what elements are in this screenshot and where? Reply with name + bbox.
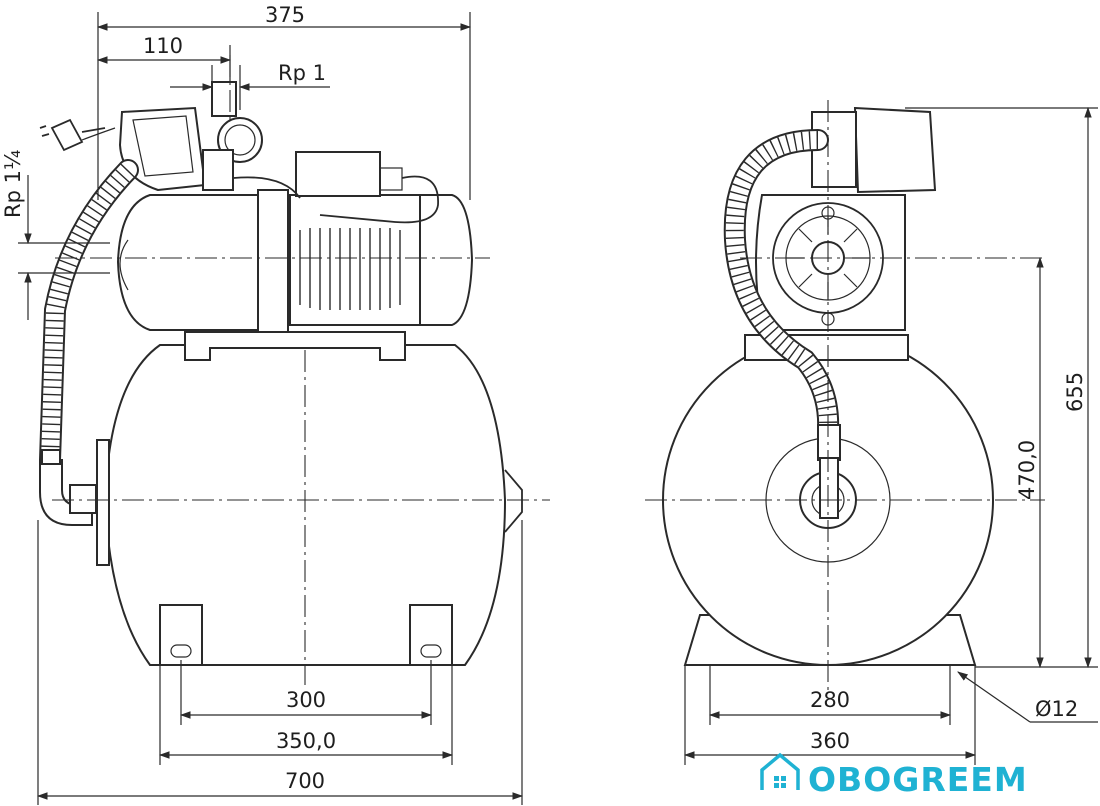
front-flex-hose — [39, 159, 139, 471]
side-pressure-switch — [853, 106, 937, 194]
dim-655: 655 — [1063, 372, 1087, 412]
dim-470: 470,0 — [1015, 440, 1039, 500]
brand-watermark: OBOGREEM — [760, 752, 1028, 799]
pump-housing — [116, 194, 259, 331]
motor-fins — [299, 228, 401, 310]
dim-350: 350,0 — [276, 729, 336, 753]
house-logo-icon — [760, 752, 800, 790]
dim-rp1-1-4: Rp 1¼ — [1, 150, 25, 218]
side-view: 655 470,0 280 360 Ø12 — [645, 100, 1098, 765]
dim-rp1: Rp 1 — [278, 61, 326, 85]
dim-375: 375 — [265, 3, 305, 27]
front-view: 375 110 Rp 1 Rp 1¼ 300 350,0 700 — [1, 3, 550, 805]
dim-360: 360 — [810, 729, 850, 753]
dim-110: 110 — [143, 34, 183, 58]
side-flex-hose — [723, 129, 840, 441]
dim-700: 700 — [285, 769, 325, 793]
power-plug-icon — [39, 118, 116, 152]
dim-300: 300 — [286, 688, 326, 712]
dim-d12: Ø12 — [1035, 697, 1078, 721]
brand-name: OBOGREEM — [808, 760, 1028, 799]
front-foot-right — [409, 604, 453, 666]
inlet-flange — [96, 439, 110, 566]
dim-280: 280 — [810, 688, 850, 712]
front-foot-left — [159, 604, 203, 666]
terminal-box — [295, 151, 381, 197]
